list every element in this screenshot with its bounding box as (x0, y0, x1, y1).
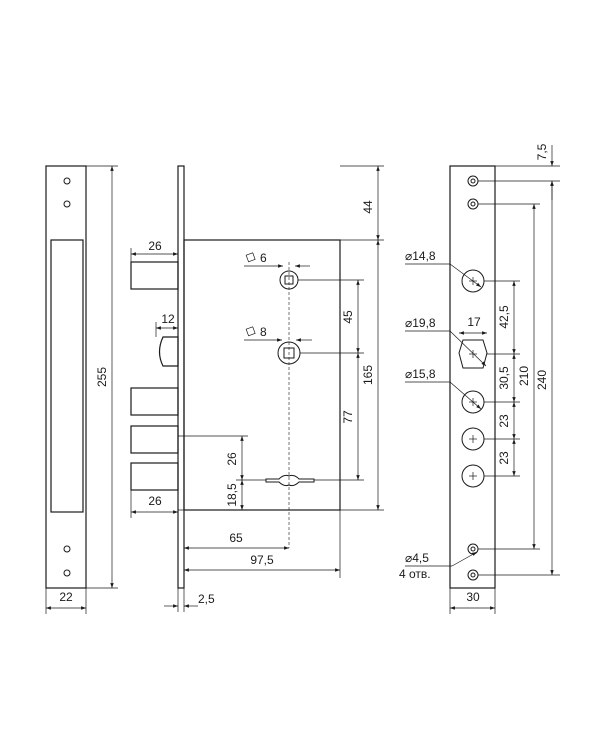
strike-screw-hole (63, 200, 71, 208)
strike-plate-window (50, 239, 84, 513)
case-depth-label: 97,5 (250, 553, 274, 567)
dim-165-label: 165 (361, 365, 375, 385)
faceplate-screw-hole (467, 198, 479, 210)
dim-30-5-label: 30,5 (497, 366, 511, 390)
strike-screw-hole (63, 177, 71, 185)
lock-faceplate-side (177, 165, 185, 589)
lock-bolt-lower-2 (130, 425, 179, 454)
bolt-top-width-label: 26 (148, 239, 162, 253)
lock-case-outline (183, 239, 341, 511)
lock-bolt-top (130, 261, 179, 290)
dim-45-label: 45 (341, 310, 355, 324)
backset-label: 65 (229, 531, 243, 545)
lock-body-view: 6 8 26 12 26 44 165 45 (130, 165, 384, 612)
strike-plate-outline (45, 165, 87, 589)
hole-19-8-label: ⌀19,8 (405, 316, 436, 330)
strike-height-label: 255 (95, 367, 109, 387)
holes-count-label: 4 отв. (399, 567, 431, 581)
square-large-label: 8 (260, 325, 267, 339)
faceplate-outline (449, 165, 496, 589)
lock-bolt-lower-1 (130, 387, 179, 416)
lock-bolt-lower-3 (130, 462, 179, 491)
hole-15-8-label: ⌀15,8 (405, 367, 436, 381)
faceplate-width-label: 30 (466, 590, 480, 604)
dim-23-lower-label: 23 (497, 451, 511, 465)
dim-42-5-label: 42,5 (497, 305, 511, 329)
strike-plate-view: 255 22 (45, 165, 118, 614)
hole-4-5-label: ⌀4,5 (405, 551, 429, 565)
bolt-bottom-width-label: 26 (148, 494, 162, 508)
latch-hole (458, 339, 488, 369)
square-symbol (245, 252, 256, 263)
faceplate-screw-hole (467, 175, 479, 187)
lock-latch (158, 336, 179, 367)
dim-7-5-label: 7,5 (535, 143, 549, 160)
dim-77-label: 77 (341, 410, 355, 424)
square-small-label: 6 (260, 251, 267, 265)
strike-width-label: 22 (59, 590, 73, 604)
strike-screw-hole (63, 569, 71, 577)
hole-14-8-label: ⌀14,8 (405, 249, 436, 263)
dim-18-5-label: 18,5 (225, 483, 239, 507)
faceplate-thickness-label: 2,5 (198, 592, 215, 606)
dim-17-label: 17 (467, 315, 481, 329)
latch-width-label: 12 (161, 312, 175, 326)
dim-210-label: 210 (517, 366, 531, 386)
dim-23-upper-label: 23 (497, 414, 511, 428)
faceplate-screw-hole (467, 569, 479, 581)
dim-26-keyhole-label: 26 (225, 452, 239, 466)
strike-screw-hole (63, 545, 71, 553)
dim-240-label: 240 (535, 370, 549, 390)
faceplate-front-view: ⌀14,8 ⌀19,8 ⌀15,8 ⌀4,5 4 отв. 17 7,5 240… (399, 143, 560, 614)
square-symbol (245, 326, 256, 337)
keyhole (265, 474, 315, 487)
dim-44-label: 44 (361, 200, 375, 214)
